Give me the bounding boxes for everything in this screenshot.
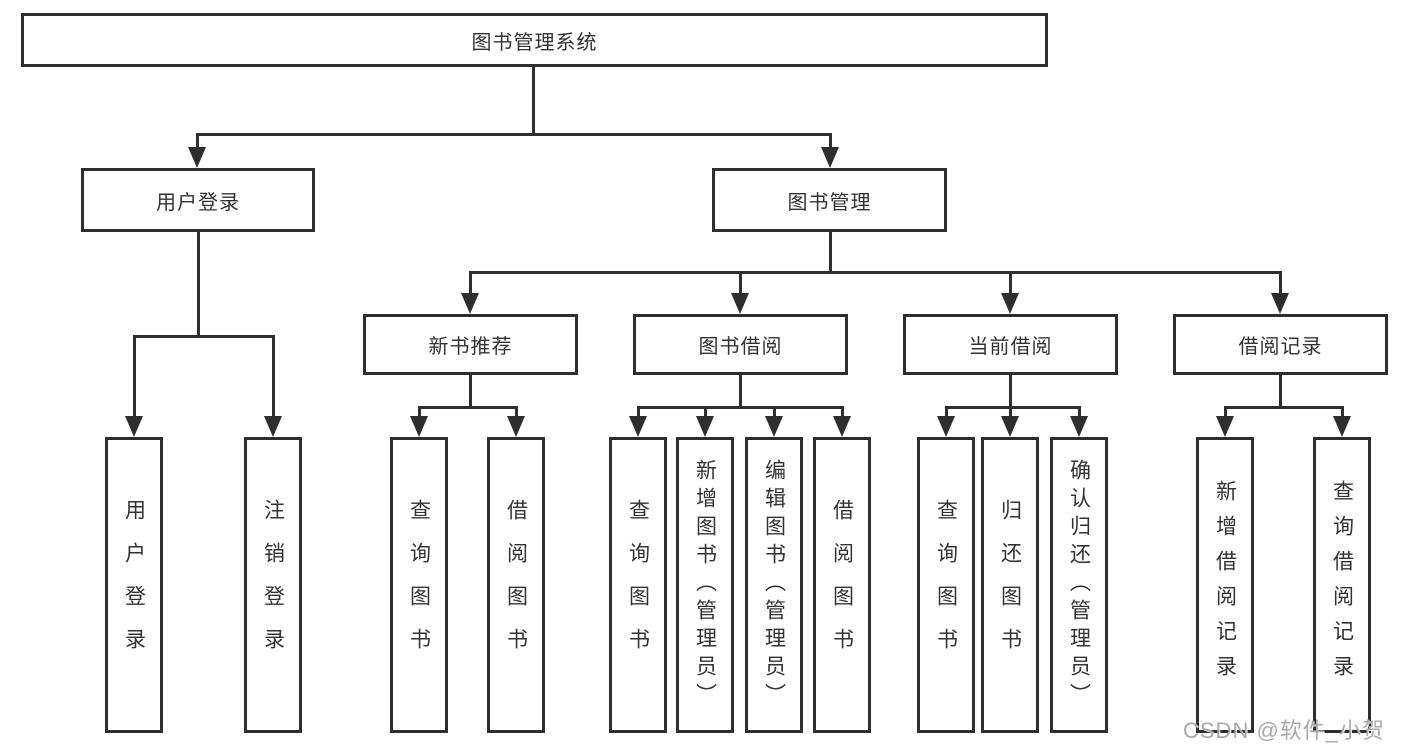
connector-drop (418, 406, 421, 417)
leaf-label: 查询图书 (934, 499, 958, 671)
leaf-label: 查询借阅记录 (1330, 480, 1354, 690)
node-new-book-recommend: 新书推荐 (363, 314, 578, 375)
connector-drop (272, 335, 275, 417)
arrow-down-icon (264, 416, 282, 437)
leaf-label: 编辑图书（管理员） (762, 459, 786, 711)
connector-drop (1009, 406, 1012, 417)
connector-drop (133, 335, 136, 417)
leaf-label: 注销登录 (261, 499, 285, 671)
node-book-management: 图书管理 (712, 168, 947, 232)
connector-branch-bar (418, 406, 518, 409)
connector-drop (841, 406, 844, 417)
leaf-add-books-admin: 新增图书（管理员） (676, 437, 734, 733)
leaf-add-borrow-record: 新增借阅记录 (1196, 437, 1254, 733)
leaf-label: 查询图书 (407, 499, 431, 671)
leaf-label: 新增借阅记录 (1213, 480, 1237, 690)
arrow-down-icon (937, 416, 955, 437)
connector-drop (945, 406, 948, 417)
leaf-logout: 注销登录 (244, 437, 302, 733)
leaf-return-books: 归还图书 (981, 437, 1039, 733)
leaf-query-books: 查询图书 (917, 437, 975, 733)
leaf-label: 确认归还（管理员） (1067, 459, 1091, 711)
arrow-down-icon (731, 293, 749, 314)
connector-root-stem (532, 67, 535, 134)
node-book-borrow: 图书借阅 (633, 314, 848, 375)
connector-drop (637, 406, 640, 417)
connector-drop (739, 271, 742, 294)
node-label: 用户登录 (156, 191, 240, 214)
node-label: 当前借阅 (968, 336, 1053, 358)
connector-drop (515, 406, 518, 417)
leaf-label: 归还图书 (998, 499, 1022, 671)
arrow-down-icon (1271, 293, 1289, 314)
connector-drop (1279, 271, 1282, 294)
arrow-down-icon (125, 416, 143, 437)
leaf-label: 借阅图书 (830, 499, 854, 671)
connector-user-bar (133, 335, 275, 338)
node-label: 借阅记录 (1238, 336, 1323, 358)
arrow-down-icon (1070, 416, 1088, 437)
node-borrow-records: 借阅记录 (1173, 314, 1388, 375)
arrow-down-icon (821, 147, 839, 168)
leaf-edit-books-admin: 编辑图书（管理员） (745, 437, 803, 733)
connector-stem (469, 375, 472, 407)
node-library-system: 图书管理系统 (21, 13, 1048, 67)
arrow-down-icon (833, 416, 851, 437)
arrow-down-icon (629, 416, 647, 437)
node-label: 图书借阅 (698, 336, 783, 358)
connector-drop (469, 271, 472, 294)
arrow-down-icon (765, 416, 783, 437)
connector-drop (1078, 406, 1081, 417)
leaf-query-borrow-record: 查询借阅记录 (1313, 437, 1371, 733)
connector-drop (1009, 271, 1012, 294)
node-user-login: 用户登录 (81, 168, 315, 232)
arrow-down-icon (1001, 416, 1019, 437)
connector-drop (196, 133, 199, 149)
arrow-down-icon (1333, 416, 1351, 437)
connector-drop (1224, 406, 1227, 417)
arrow-down-icon (1001, 293, 1019, 314)
arrow-down-icon (696, 416, 714, 437)
leaf-label: 借阅图书 (504, 499, 528, 671)
leaf-label: 新增图书（管理员） (693, 459, 717, 711)
leaf-borrow-books: 借阅图书 (813, 437, 871, 733)
leaf-confirm-return-admin: 确认归还（管理员） (1050, 437, 1108, 733)
node-label: 图书管理 (787, 191, 872, 214)
connector-book-stem (829, 232, 832, 274)
connector-stem (739, 375, 742, 407)
connector-drop (829, 133, 832, 149)
leaf-label: 用户登录 (122, 499, 146, 671)
node-current-borrow: 当前借阅 (903, 314, 1118, 375)
connector-user-stem (197, 232, 200, 336)
arrow-down-icon (507, 416, 525, 437)
connector-level2-bar (469, 271, 1282, 274)
connector-branch-bar (1224, 406, 1344, 409)
leaf-borrow-books: 借阅图书 (487, 437, 545, 733)
arrow-down-icon (461, 293, 479, 314)
connector-drop (704, 406, 707, 417)
connector-drop (1341, 406, 1344, 417)
node-label: 新书推荐 (428, 336, 513, 358)
connector-stem (1009, 375, 1012, 407)
connector-level1-bar (196, 133, 832, 136)
connector-drop (773, 406, 776, 417)
watermark: CSDN @软件_小贺同学 (1183, 718, 1386, 743)
connector-branch-bar (945, 406, 1081, 409)
leaf-query-books: 查询图书 (390, 437, 448, 733)
node-label: 图书管理系统 (471, 31, 598, 54)
leaf-label: 查询图书 (626, 499, 650, 671)
arrow-down-icon (1216, 416, 1234, 437)
connector-stem (1279, 375, 1282, 407)
leaf-user-login: 用户登录 (105, 437, 163, 733)
arrow-down-icon (188, 147, 206, 168)
connector-branch-bar (637, 406, 844, 409)
leaf-query-books: 查询图书 (609, 437, 667, 733)
arrow-down-icon (410, 416, 428, 437)
